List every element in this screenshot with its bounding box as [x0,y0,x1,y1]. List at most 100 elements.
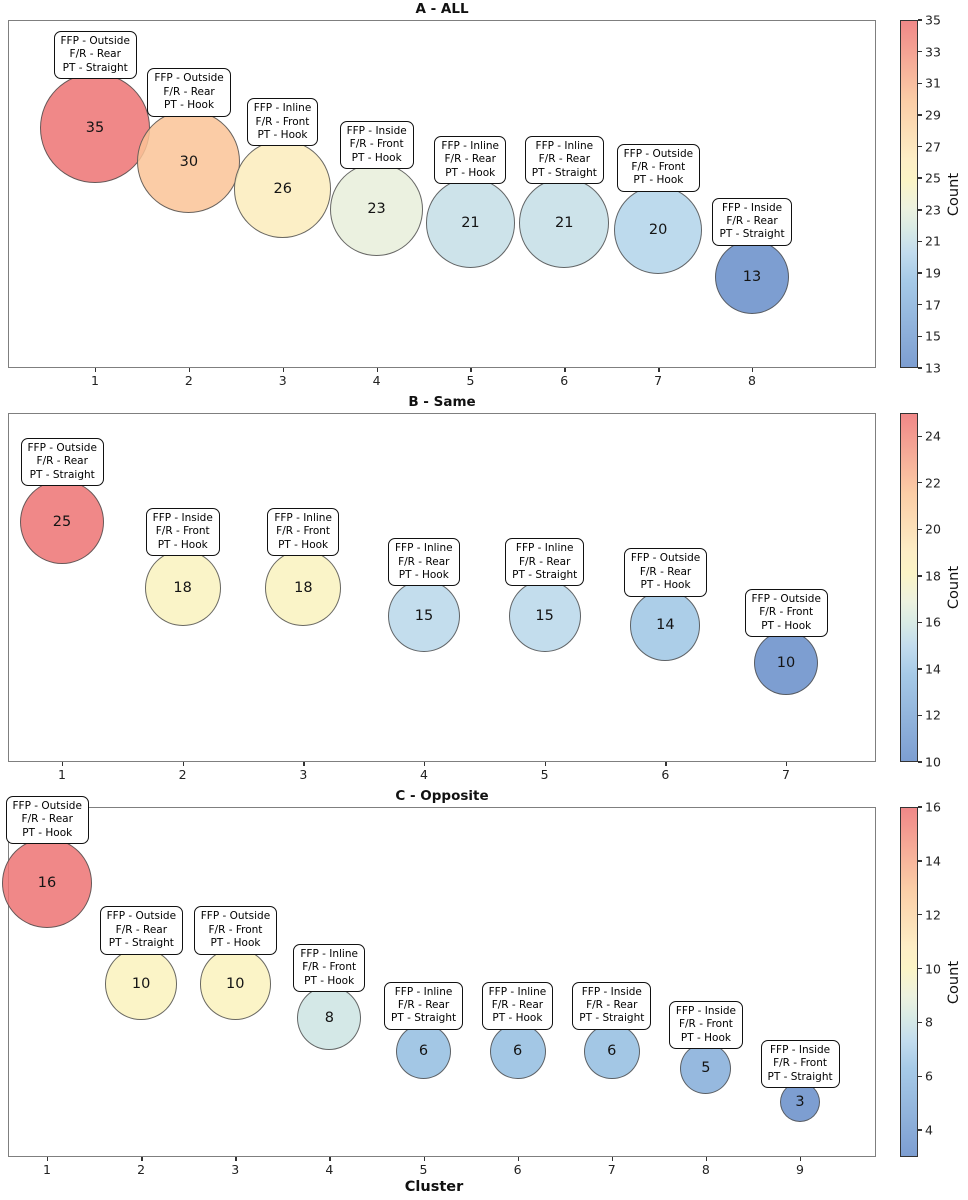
x-tick-label: 6 [513,1162,522,1177]
annotation-line: FFP - Inside [675,1004,737,1017]
x-tick-label: 3 [231,1162,240,1177]
bubble [753,630,818,695]
colorbar-tick-mark [918,621,922,624]
plot-frame [8,20,876,368]
x-tick-label: 5 [419,1162,428,1177]
annotation-line: PT - Straight [108,937,174,950]
x-tick-label: 1 [43,1162,51,1177]
annotation-line: F/R - Rear [519,555,571,568]
annotation-line: FFP - Inline [488,985,547,998]
x-tick-mark [47,1157,49,1161]
x-tick-label: 4 [420,767,428,782]
bubble [714,239,790,315]
annotation-line: F/R - Rear [444,153,496,166]
x-tick-mark [665,762,667,766]
annotation-line: F/R - Rear [397,998,450,1011]
bubble-count: 5 [701,1060,711,1077]
annotation-line: F/R - Rear [538,153,591,166]
colorbar-tick-label: 21 [925,233,941,249]
annotation-line: FFP - Inside [721,201,783,214]
bubble [489,1023,546,1080]
colorbar-tick-mark [918,50,922,53]
annotation-line: PT - Straight [719,228,785,241]
colorbar-axis-label: Count [946,172,962,216]
annotation-line: F/R - Rear [69,48,121,61]
annotation-line: FFP - Outside [60,34,130,47]
x-tick-label: 1 [91,373,99,388]
annotation-line: PT - Hook [761,619,812,632]
bubble-count: 35 [85,119,105,136]
colorbar-tick-label: 19 [925,265,941,281]
bubble-count: 25 [52,514,72,530]
bubble-count: 6 [418,1043,429,1060]
annotation-line: FFP - Inside [346,124,407,137]
annotation-line: PT - Hook [210,937,261,950]
bubble [2,837,92,928]
colorbar-tick-mark [918,967,922,970]
annotation-line: FFP - Inline [441,139,499,152]
colorbar-tick-mark [918,1129,922,1131]
annotation-line: F/R - Rear [163,85,215,98]
colorbar-tick-mark [918,482,922,484]
colorbar [900,413,918,762]
annotation-line: PT - Hook [278,538,329,551]
annotation-line: F/R - Front [631,160,686,173]
bubble-count: 15 [414,608,434,624]
x-tick-label: 5 [466,373,475,388]
bubble-count: 13 [742,268,762,285]
colorbar-tick-mark [918,145,922,148]
annotation-line: PT - Hook [398,569,449,581]
annotation-line: PT - Straight [512,569,578,581]
bubble-count: 26 [273,180,292,197]
annotation-line: F/R - Rear [115,923,168,936]
x-tick-label: 4 [372,373,381,388]
annotation-line: FFP - Inline [274,511,332,524]
bubble [137,110,241,214]
bubble [388,580,460,652]
bubble-count: 20 [648,221,668,238]
x-tick-mark [544,762,547,766]
bubble-count: 21 [555,214,574,231]
annotation-line: F/R - Front [349,138,404,151]
annotation-line: FFP - Inside [152,511,213,524]
annotation-line: FFP - Outside [106,910,177,923]
bubble [40,72,150,183]
colorbar-tick-mark [918,177,922,179]
annotation-line: FFP - Inline [394,985,453,998]
annotation-line: F/R - Front [302,961,357,974]
annotation-line: F/R - Front [759,606,814,619]
x-tick-label: 6 [560,373,569,388]
x-tick-mark [182,762,185,766]
annotation-line: F/R - Rear [398,555,450,568]
colorbar-tick-mark [918,1075,922,1077]
bubble [508,580,581,652]
annotation-line: F/R - Rear [586,998,638,1011]
annotation-line: F/R - Front [208,923,263,936]
x-tick-label: 9 [796,1162,804,1177]
annotation-line: PT - Hook [680,1031,731,1044]
annotation-line: PT - Straight [29,468,95,481]
annotation-line: F/R - Front [773,1057,827,1070]
colorbar-tick-mark [918,435,922,437]
annotation-line: F/R - Front [255,115,310,128]
bubble [630,590,701,661]
colorbar-tick-mark [918,240,922,243]
x-tick-mark [517,1157,520,1161]
x-tick-label: 2 [137,1162,146,1177]
bubble-count: 30 [179,153,199,170]
annotation-line: PT - Hook [445,166,496,179]
annotation-line: PT - Hook [633,174,684,187]
annotation-line: F/R - Rear [21,813,73,826]
colorbar-tick-mark [918,806,922,808]
colorbar-tick-mark [918,209,922,211]
